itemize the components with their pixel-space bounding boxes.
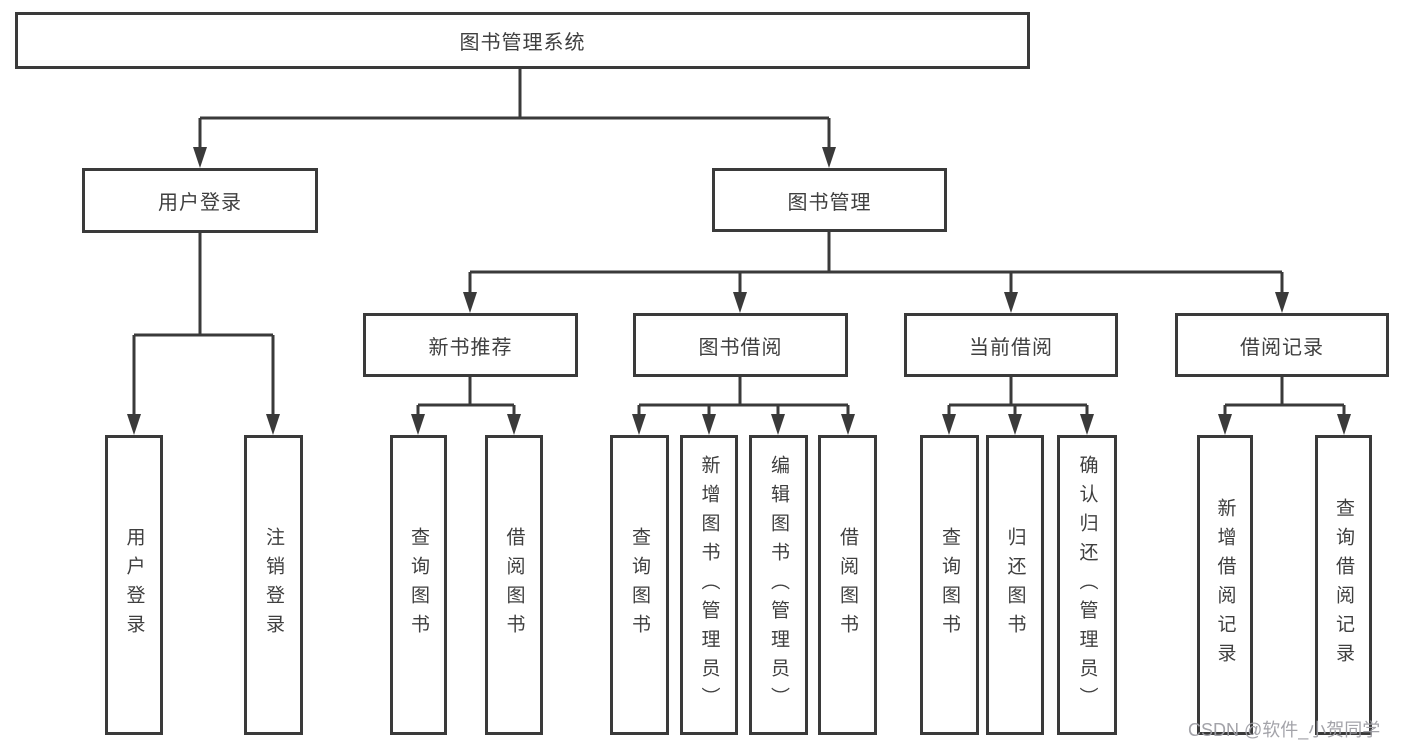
- arrowhead: [193, 147, 207, 168]
- leaf-query-borrow-record: 查询借阅记录: [1315, 435, 1372, 735]
- leaf-user-login: 用户登录: [105, 435, 163, 735]
- node-book-management: 图书管理: [712, 168, 947, 232]
- arrowhead: [841, 414, 855, 435]
- arrowhead: [463, 292, 477, 313]
- arrowhead: [1218, 414, 1232, 435]
- arrowhead: [733, 292, 747, 313]
- leaf-label: 归还图书: [1004, 527, 1026, 643]
- arrowhead: [1275, 292, 1289, 313]
- connector-current-borrow: [947, 377, 1089, 419]
- connector-borrow-record: [1223, 377, 1346, 419]
- node-new-book-recommend: 新书推荐: [363, 313, 578, 377]
- leaf-label: 用户登录: [123, 527, 145, 643]
- node-current-borrowing: 当前借阅: [904, 313, 1118, 377]
- node-borrowing-records: 借阅记录: [1175, 313, 1389, 377]
- connector-book-mgmt: [468, 232, 1284, 296]
- csdn-watermark: CSDN @软件_小贺同学: [1188, 720, 1381, 740]
- node-library-system: 图书管理系统: [15, 12, 1030, 69]
- leaf-label: 编辑图书（管理员）: [768, 454, 789, 716]
- leaf-label: 新增借阅记录: [1214, 498, 1236, 672]
- arrowhead: [942, 414, 956, 435]
- leaf-label: 查询借阅记录: [1333, 498, 1354, 672]
- leaf-add-borrow-record: 新增借阅记录: [1197, 435, 1253, 735]
- arrowhead: [771, 414, 785, 435]
- leaf-label: 确认归还（管理员）: [1076, 454, 1098, 716]
- connector-new-book: [416, 377, 516, 419]
- leaf-add-books-admin: 新增图书（管理员）: [680, 435, 738, 735]
- leaf-label: 借阅图书: [837, 527, 858, 643]
- node-book-borrowing: 图书借阅: [633, 313, 848, 377]
- arrowhead: [702, 414, 716, 435]
- leaf-label: 查询图书: [408, 527, 429, 643]
- arrowhead: [632, 414, 646, 435]
- arrowhead: [1337, 414, 1351, 435]
- arrowhead: [507, 414, 521, 435]
- leaf-query-books: 查询图书: [390, 435, 447, 735]
- leaf-confirm-return-admin: 确认归还（管理员）: [1057, 435, 1117, 735]
- leaf-label: 注销登录: [263, 527, 284, 643]
- leaf-return-books: 归还图书: [986, 435, 1044, 735]
- connector-user-login: [132, 233, 275, 418]
- arrowhead: [411, 414, 425, 435]
- arrowhead: [1004, 292, 1018, 313]
- node-user-login: 用户登录: [82, 168, 318, 233]
- arrowhead: [1008, 414, 1022, 435]
- arrowhead: [822, 147, 836, 168]
- arrowhead: [266, 414, 280, 435]
- leaf-logout: 注销登录: [244, 435, 303, 735]
- leaf-query-books: 查询图书: [610, 435, 669, 735]
- leaf-label: 借阅图书: [503, 527, 525, 643]
- leaf-label: 新增图书（管理员）: [698, 454, 720, 716]
- arrowhead: [127, 414, 141, 435]
- arrowheads: [127, 147, 1351, 435]
- connector-book-borrow: [637, 377, 850, 419]
- leaf-label: 查询图书: [939, 527, 960, 643]
- arrowhead: [1080, 414, 1094, 435]
- connector-root: [198, 66, 831, 150]
- leaf-borrow-books: 借阅图书: [485, 435, 543, 735]
- leaf-edit-books-admin: 编辑图书（管理员）: [749, 435, 808, 735]
- leaf-label: 查询图书: [629, 527, 650, 643]
- leaf-query-books: 查询图书: [920, 435, 979, 735]
- leaf-borrow-books: 借阅图书: [818, 435, 877, 735]
